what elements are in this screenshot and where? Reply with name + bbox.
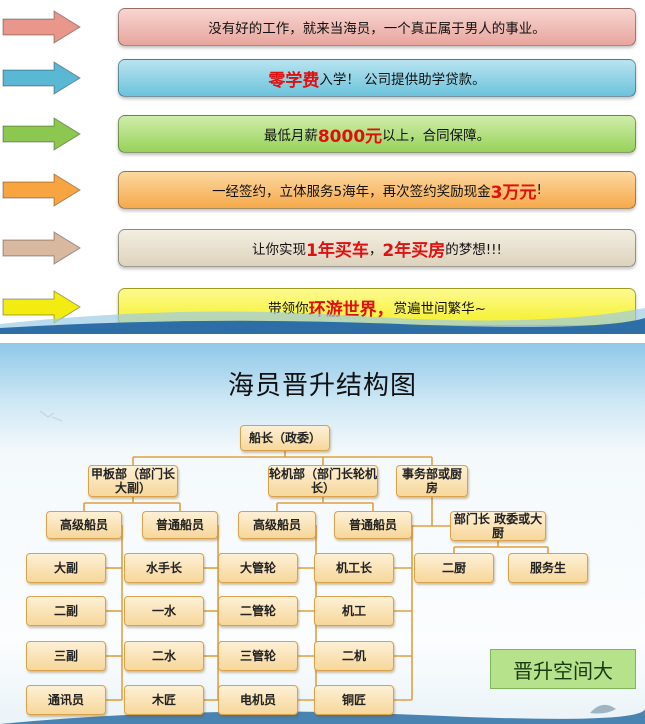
arrow-right-icon <box>2 231 81 265</box>
promotion-note: 晋升空间大 <box>490 649 636 689</box>
benefit-text: 最低月薪 <box>263 128 318 144</box>
chart-node-d4: 通讯员 <box>26 685 106 715</box>
chart-node-e2: 二管轮 <box>218 596 298 626</box>
benefit-text: 赏遍世间繁华~ <box>393 301 486 317</box>
arrow-right-icon <box>2 61 81 95</box>
chart-node-eng-senior: 高级船员 <box>238 511 316 539</box>
chart-node-deck-senior: 高级船员 <box>46 511 122 539</box>
chart-node-captain: 船长（政委） <box>240 425 330 451</box>
benefit-text: ! <box>536 182 542 198</box>
chart-node-r4: 木匠 <box>124 685 204 715</box>
chart-node-eng-regular: 普通船员 <box>334 511 412 539</box>
benefit-text: ， <box>368 242 383 258</box>
benefit-highlight: 3万元 <box>490 182 537 203</box>
benefit-highlight: 2年买房 <box>382 240 446 261</box>
benefit-text: 以上，合同保障。 <box>382 128 491 144</box>
benefit-highlight: 8000元 <box>317 126 383 147</box>
benefit-text: 入学！ 公司提供助学贷款。 <box>319 72 486 88</box>
benefit-text: 让你实现 <box>252 242 307 258</box>
chart-node-f1: 机工长 <box>314 553 394 583</box>
chart-node-e1: 大管轮 <box>218 553 298 583</box>
arrow-right-icon <box>2 10 81 44</box>
chart-node-d1: 大副 <box>26 553 106 583</box>
chart-node-r2: 一水 <box>124 596 204 626</box>
chart-title: 海员晋升结构图 <box>227 371 417 401</box>
chart-node-d2: 二副 <box>26 596 106 626</box>
chart-node-e4: 电机员 <box>218 685 298 715</box>
chart-node-deck: 甲板部（部门长 大副） <box>88 465 178 497</box>
benefit-text: 的梦想!!! <box>445 242 502 258</box>
chart-node-affairs: 事务部或厨房 <box>396 465 468 497</box>
chart-node-f3: 二机 <box>314 641 394 671</box>
benefit-text: 没有好的工作，就来当海员，一个真正属于男人的事业。 <box>208 21 546 37</box>
chart-node-d3: 三副 <box>26 641 106 671</box>
chart-node-engine: 轮机部（部门长轮机长） <box>268 465 378 497</box>
chart-node-a1: 二厨 <box>414 553 494 583</box>
sea-wave-decoration <box>0 308 645 334</box>
benefit-text: 一经签约，立体服务5海年，再次签约奖励现金 <box>212 184 491 200</box>
chart-node-a2: 服务生 <box>508 553 588 583</box>
arrow-right-icon <box>2 290 81 324</box>
arrow-right-icon <box>2 117 81 151</box>
benefit-banner: 零学费入学！ 公司提供助学贷款。 <box>118 59 636 97</box>
chart-node-r1: 水手长 <box>124 553 204 583</box>
benefit-banner: 没有好的工作，就来当海员，一个真正属于男人的事业。 <box>118 8 636 46</box>
chart-node-deck-regular: 普通船员 <box>142 511 218 539</box>
benefit-highlight: 零学费 <box>268 70 320 91</box>
chart-node-f4: 铜匠 <box>314 685 394 715</box>
chart-node-r3: 二水 <box>124 641 204 671</box>
chart-node-f2: 机工 <box>314 596 394 626</box>
benefits-panel: 没有好的工作，就来当海员，一个真正属于男人的事业。零学费入学！ 公司提供助学贷款… <box>0 0 645 334</box>
arrow-right-icon <box>2 173 81 207</box>
chart-node-aff-head: 部门长 政委或大厨 <box>450 511 546 541</box>
benefit-highlight: 1年买车 <box>306 240 369 261</box>
chart-node-e3: 三管轮 <box>218 641 298 671</box>
promotion-chart-panel: 海员晋升结构图 船长（政委） 甲板部（部门长 大副） 轮机部（部门长轮机长） 事务部或… <box>0 343 645 724</box>
